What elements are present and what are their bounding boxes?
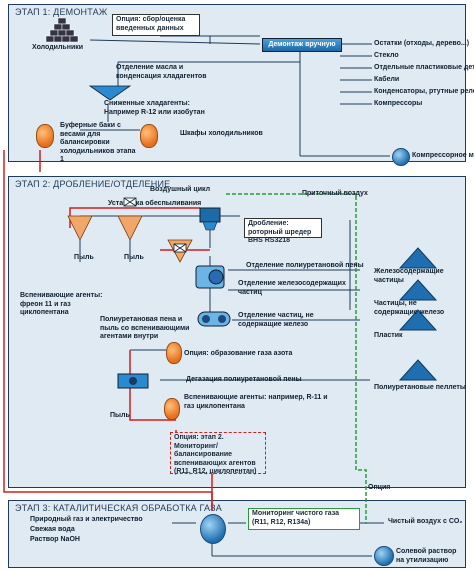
input-3-label: Раствор NaOH (30, 536, 80, 543)
buffer-tank-2 (140, 124, 158, 148)
foam-separation-label: Отделение полиуретановой пены (246, 262, 364, 269)
dust-1-label: Пыль (74, 254, 94, 261)
cabinets-label: Шкафы холодильников (180, 130, 263, 137)
stage1-title: ЭТАП 1: ДЕМОНТАЖ (15, 7, 108, 17)
nonferrous-output-label: Частицы, не содержащие железо (374, 300, 445, 316)
clean-gas-monitoring-box: Мониторинг чистого газа (R11, R12, R134a… (248, 508, 360, 530)
nitrogen-option-label: Опция: образование газа азота (184, 350, 293, 357)
dust-removal-label: Установка обеспыливания (108, 200, 202, 207)
brine-label: Солевой раствор на утилизацию (396, 548, 457, 564)
air-cycle-label: Воздушный цикл (150, 186, 211, 193)
option-label: Опция (368, 484, 391, 491)
pellets-output-label: Полиуретановые пеллеты (374, 384, 466, 391)
nitrogen-tank (166, 342, 182, 364)
ferrous-separation-label: Отделение железосодержащих частиц (238, 280, 346, 296)
dust-3-label: Пыль (110, 412, 130, 419)
pyramid-icons (398, 247, 438, 381)
nonferrous-separation-label: Отделение частиц, не содержащие железо (238, 312, 314, 328)
stage3-title: ЭТАП 3: КАТАЛИТИЧЕСКАЯ ОБРАБОТКА ГАЗА (15, 503, 222, 513)
output-6: Компрессоры (374, 100, 423, 107)
intake-air-label: Приточный воздух (302, 190, 368, 197)
oil-separation-label: Отделение масла и конденсация хладагенто… (116, 64, 207, 80)
clean-air-label: Чистый воздух с CO₂ (388, 518, 463, 525)
dust-2-label: Пыль (124, 254, 144, 261)
catalytic-unit (200, 514, 226, 544)
buffer-tank-1 (36, 124, 54, 148)
compressor-oil-ball (392, 148, 410, 166)
stage2-title: ЭТАП 2: ДРОБЛЕНИЕ/ОТДЕЛЕНИЕ (15, 179, 171, 189)
cyclone-2-icon (117, 215, 143, 241)
blowing-agents-2-label: Вспенивающие агенты: например, R-11 и га… (184, 394, 328, 410)
input-1-label: Природный газ и электричество (30, 516, 143, 523)
manual-dismantling-bar: Демонтаж вручную (262, 38, 342, 52)
stage1-panel: ЭТАП 1: ДЕМОНТАЖ (8, 4, 466, 162)
input-2-label: Свежая вода (30, 526, 75, 533)
output-4: Кабели (374, 76, 400, 83)
blowing-agent-tank (164, 398, 180, 420)
monitoring-box: Опция: этап 2. Мониторинг/балансирование… (170, 432, 266, 475)
compressor-oil-label: Компрессорное масло (412, 152, 474, 159)
plastic-output-label: Пластик (374, 332, 403, 339)
option-input-box: Опция: сбор/оценка введенных данных (112, 14, 200, 36)
brine-ball (374, 546, 394, 566)
shredder-label-box: Дробление: роторный шредер BHS RS3218 (244, 218, 322, 244)
foam-dust-label: Полиуретановая пена и пыль со вспенивающ… (100, 316, 190, 340)
ferrous-output-label: Железосодержащие частицы (374, 268, 444, 284)
buffer-tanks-label: Буферные баки с весами для балансировки … (60, 122, 136, 163)
degassing-label: Дегазация полиуретановой пены (186, 376, 302, 383)
cyclone-1-icon (67, 215, 93, 241)
fridges-label: Холодильники (32, 44, 84, 51)
blowing-agents-label: Вспенивающие агенты: фреон 11 и газ цикл… (20, 292, 103, 316)
refrigerants-label: Сниженные хладагенты: Например R-12 или … (104, 100, 205, 116)
output-5: Конденсаторы, ртутные реле (374, 88, 474, 95)
shredder-icon (199, 207, 221, 223)
output-1: Остатки (отходы, дерево...) (374, 40, 470, 47)
output-2: Стекло (374, 52, 399, 59)
output-3: Отдельные пластиковые детали (374, 64, 474, 71)
